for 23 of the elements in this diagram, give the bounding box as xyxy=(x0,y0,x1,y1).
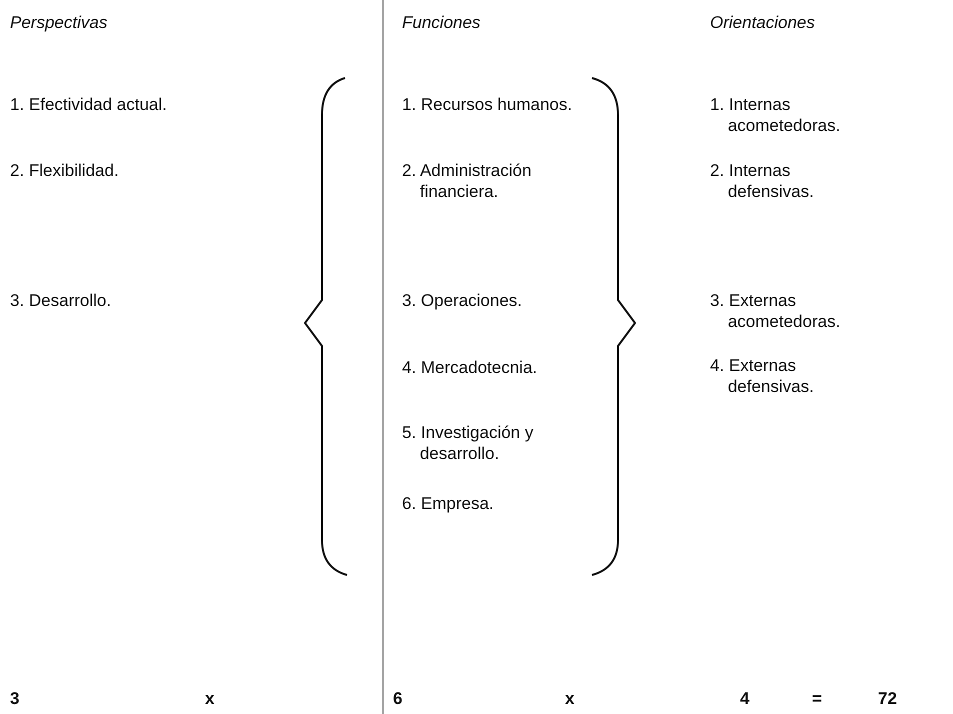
operator: x xyxy=(205,688,214,710)
operator: = xyxy=(812,688,822,710)
list-item: 3. Operaciones. xyxy=(402,290,524,312)
list-item: 2. Administración financiera. xyxy=(402,160,532,202)
list-item: 1. Efectividad actual. xyxy=(10,94,168,116)
list-item: 4. Mercadotecnia. xyxy=(402,357,538,378)
list-item: 2. Flexibilidad. xyxy=(10,160,120,182)
column-heading: Perspectivas xyxy=(10,12,108,34)
column-heading: Orientaciones xyxy=(710,12,816,34)
list-item: 4. Externas defensivas. xyxy=(710,355,815,398)
list-item: 2. Internas defensivas. xyxy=(710,160,815,202)
list-item: 5. Investigación y desarrollo. xyxy=(402,422,534,464)
number: 72 xyxy=(878,688,897,710)
column-heading: Funciones xyxy=(402,12,482,34)
list-item: 1. Internas acometedoras. xyxy=(710,94,842,136)
number: 6 xyxy=(393,688,402,710)
list-item: 1. Recursos humanos. xyxy=(402,94,574,116)
number: 3 xyxy=(10,688,20,710)
list-item: 3. Desarrollo. xyxy=(10,290,112,312)
number: 4 xyxy=(740,688,750,710)
list-item: 3. Externas acometedoras. xyxy=(710,290,842,332)
list-item: 6. Empresa. xyxy=(402,493,495,514)
operator: x xyxy=(565,688,574,710)
